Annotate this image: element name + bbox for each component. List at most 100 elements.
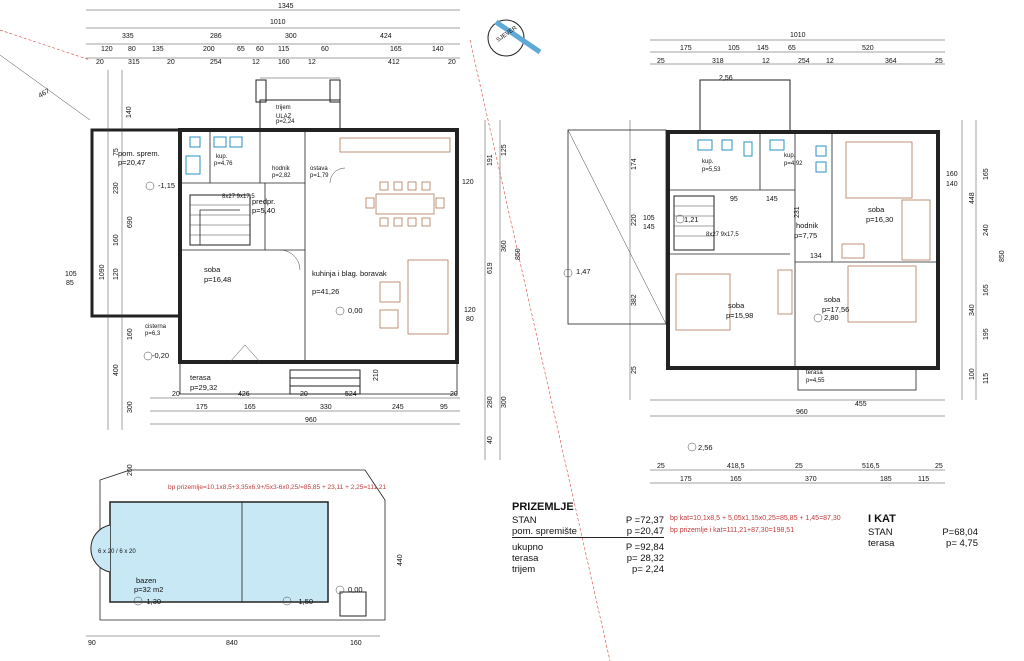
gf-left-dim: 230 [113, 182, 120, 194]
gf-bottom-total: 960 [305, 417, 317, 424]
gf-left-dim: 105 [65, 271, 77, 278]
first-floor-plan: 1010 175 105 145 65 520 25 318 12 254 12… [563, 32, 1006, 484]
ff-right-dim: 165 [983, 284, 990, 296]
ff-dim: 364 [885, 58, 897, 65]
entry-label: ULAZ [276, 114, 292, 120]
ff-bottom-total: 960 [796, 409, 808, 416]
pool: bazen p=32 m2 -1,30 -1,50 6 x 20 / 6 x 2… [86, 469, 404, 647]
gf-left-dim: 85 [66, 280, 74, 287]
room-area: p=17,56 [822, 305, 849, 314]
room-name: predpr. [252, 197, 275, 206]
summary-value: P =92,84 [625, 542, 664, 553]
summary-value: P=68,04 [942, 527, 978, 538]
summary-label: STAN [512, 515, 537, 526]
summary-label: terasa [512, 553, 539, 564]
pool-dim: 840 [226, 640, 238, 647]
ff-left-dim: 174 [631, 158, 638, 170]
summary-label: ukupno [512, 542, 544, 553]
gf-left-dim: 120 [113, 268, 120, 280]
ff-stairs [673, 195, 715, 251]
room-area: p=4,92 [784, 161, 803, 167]
ff-right-dim: 240 [983, 224, 990, 236]
summary-label: STAN [868, 527, 893, 538]
ff-right-dim: 448 [969, 192, 976, 204]
ground-floor-plan: 1345 1010 335 286 300 424 120 80 135 200… [0, 3, 611, 661]
gf-bottom-dim: 330 [320, 404, 332, 411]
gf-dim: 200 [203, 46, 215, 53]
ff-red-formula-2: bp prizemlje i kat=111,21+87,30=198,51 [670, 527, 795, 534]
summary-label: terasa [868, 538, 895, 549]
ff-dim: 65 [788, 45, 796, 52]
summary-label: trijem [512, 564, 536, 575]
gf-bottom-dim: 175 [196, 404, 208, 411]
gf-left-dim: 160 [113, 234, 120, 246]
room-name: trijem [276, 105, 291, 111]
pool-name: bazen [136, 576, 156, 585]
room-name: kuhinja i blag. boravak [312, 269, 387, 278]
gf-right-dim: 120 [464, 307, 476, 314]
ff-bottom-dim: 25 [795, 463, 803, 470]
ff-left-dim: 25 [631, 366, 638, 374]
room-name: terasa [190, 373, 212, 382]
room-name: hodnik [796, 221, 818, 230]
ff-dim: 25 [935, 58, 943, 65]
gf-red-formula: bp prizemlje=10,1x8,5+3,35x6,9+/5x3-6x0,… [168, 484, 386, 491]
level-mark: 1,21 [684, 215, 699, 224]
ff-small-dim: 231 [794, 206, 801, 218]
gf-dim: 335 [122, 33, 134, 40]
ff-dim: 25 [657, 58, 665, 65]
gf-bottom-dim: 20 [300, 391, 308, 398]
summary-title: PRIZEMLJE [512, 501, 574, 513]
ff-bottom-dim: 418,5 [727, 463, 745, 470]
gf-bottom-dim: 20 [172, 391, 180, 398]
gf-dim: 254 [210, 59, 222, 66]
room-name: hodnik [272, 166, 291, 172]
ff-right-dim: 340 [969, 304, 976, 316]
pool-stairs: 6 x 20 / 6 x 20 [98, 549, 136, 555]
gf-dim: 140 [432, 46, 444, 53]
gf-right-dim: 40 [487, 436, 494, 444]
ff-bottom-dim: 516,5 [862, 463, 880, 470]
ff-red-formula-1: bp kat=10,1x8,5 + 5,05x1,15x0,25=85,85 +… [670, 515, 841, 522]
level-mark: -0,20 [152, 351, 169, 360]
gf-dim: 412 [388, 59, 400, 66]
gf-stair-label: 8x27 9x17,5 [222, 194, 255, 200]
gf-kitchen-furniture [339, 137, 451, 335]
level-mark: 1,47 [576, 267, 591, 276]
ff-right-dim: 115 [983, 373, 990, 384]
room-name: kup. [702, 159, 714, 165]
room-name: soba [868, 205, 885, 214]
gf-dim: 120 [101, 46, 113, 53]
ff-right-dim: 165 [983, 168, 990, 180]
ff-left-dim: 105 [643, 215, 655, 222]
room-area: p=20,47 [118, 158, 145, 167]
gf-dim: 20 [96, 59, 104, 66]
ff-left-dim: 382 [631, 294, 638, 306]
gf-bottom-dim: 245 [392, 404, 404, 411]
summary-row: ukupno P =92,84 [512, 542, 664, 553]
room-area: p=5,53 [702, 167, 721, 173]
room-area: p=1,79 [310, 173, 329, 179]
ff-bottom-dim: 370 [805, 476, 817, 483]
gf-left-dim: 467 [38, 88, 52, 100]
room-area: p=16,48 [204, 275, 231, 284]
pool-level: -1,30 [144, 597, 161, 606]
gf-left-dim: 1090 [99, 264, 106, 280]
summary-row: STAN P=68,04 [868, 527, 978, 538]
ff-bottom-dim: 165 [730, 476, 742, 483]
ff-bottom-dim: 25 [935, 463, 943, 470]
room-name: kup. [784, 153, 796, 159]
gf-dim: 20 [167, 59, 175, 66]
gf-bottom-dim: 524 [345, 391, 357, 398]
gf-bottom-dim: 95 [440, 404, 448, 411]
pool-side-dim: 440 [397, 554, 404, 566]
ff-balcony-level: 2,56 [719, 75, 733, 82]
level-mark: 0,00 [348, 306, 363, 315]
gf-left-dim: 400 [113, 364, 120, 376]
